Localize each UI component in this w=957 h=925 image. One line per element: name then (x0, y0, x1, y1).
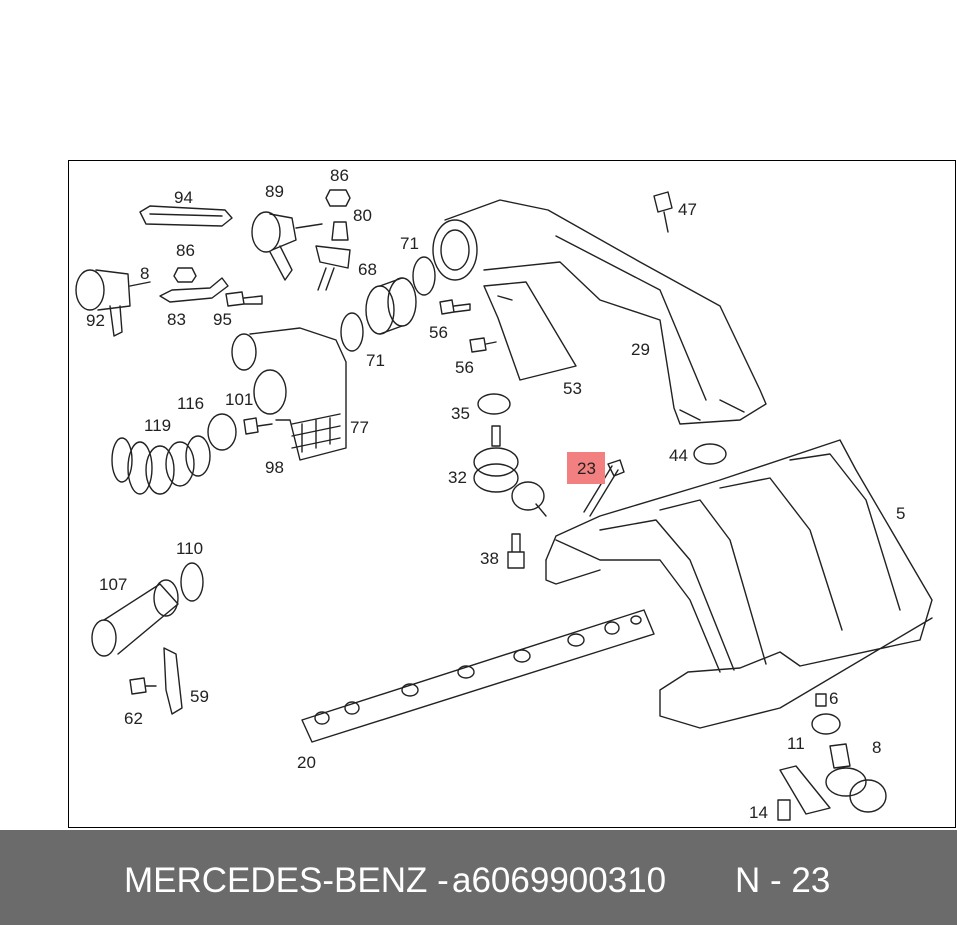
part-29-upper-manifold (432, 199, 767, 425)
part-77-throttle-body (231, 327, 347, 461)
callout-14[interactable]: 14 (749, 803, 768, 822)
footer-bar: MERCEDES-BENZ - a6069900310 N - 23 (0, 830, 957, 925)
part-5-lower-manifold (545, 439, 933, 729)
part-20-gasket (301, 609, 655, 743)
callout-110[interactable]: 110 (176, 539, 204, 558)
callout-56-upper[interactable]: 56 (429, 323, 448, 342)
callout-44[interactable]: 44 (669, 446, 688, 465)
part-116-clamp (207, 413, 237, 451)
callout-89[interactable]: 89 (265, 182, 284, 201)
callout-38[interactable]: 38 (480, 549, 499, 568)
callout-11[interactable]: 11 (787, 734, 805, 753)
part-110-ring (180, 562, 204, 602)
callout-94[interactable]: 94 (174, 188, 193, 207)
footer-position: N - 23 (735, 861, 831, 900)
part-94-bracket (139, 205, 233, 227)
callout-6[interactable]: 6 (829, 689, 839, 708)
callout-101[interactable]: 101 (225, 390, 254, 409)
part-47-bolt (653, 191, 673, 233)
callout-56-lower[interactable]: 56 (455, 358, 474, 377)
callout-32[interactable]: 32 (448, 468, 467, 487)
part-107-pipe (91, 579, 179, 657)
callout-107[interactable]: 107 (99, 575, 128, 594)
part-95-bolt (225, 291, 263, 307)
part-44-ring (693, 443, 727, 465)
callout-116[interactable]: 116 (177, 394, 205, 413)
callout-8-left[interactable]: 8 (140, 264, 150, 283)
part-86-nut (325, 189, 351, 207)
part-14-bolt (777, 799, 791, 821)
callout-98[interactable]: 98 (265, 458, 284, 477)
footer-part-number: a6069900310 (452, 861, 667, 900)
part-119-hose (111, 435, 211, 495)
part-14-bracket (779, 765, 831, 815)
callout-23-highlighted[interactable]: 23 (567, 452, 605, 484)
callout-92[interactable]: 92 (86, 311, 105, 330)
part-71-ring-upper (412, 256, 436, 296)
part-86-nut-lower (173, 267, 197, 283)
callout-77[interactable]: 77 (350, 418, 369, 437)
footer-brand: MERCEDES-BENZ - (124, 861, 449, 900)
part-11-ring (811, 713, 841, 735)
callout-53[interactable]: 53 (563, 379, 582, 398)
part-89-actuator (251, 211, 323, 281)
part-59-bracket (163, 647, 183, 715)
part-62-bolt (129, 677, 157, 695)
callout-62[interactable]: 62 (124, 709, 143, 728)
part-80-valve (315, 221, 351, 291)
callout-95[interactable]: 95 (213, 310, 232, 329)
callout-119[interactable]: 119 (144, 416, 172, 435)
part-8-valve (825, 743, 887, 813)
callout-71-lower[interactable]: 71 (366, 351, 385, 370)
part-68-boot (365, 277, 417, 335)
part-83-clip (159, 277, 229, 303)
part-35-ring (477, 393, 511, 415)
part-53-bracket (483, 281, 577, 381)
callout-80[interactable]: 80 (353, 206, 372, 225)
callout-71-upper[interactable]: 71 (400, 234, 419, 253)
part-92-actuator (75, 269, 151, 337)
callout-86-lower[interactable]: 86 (176, 241, 195, 260)
callout-47[interactable]: 47 (678, 200, 697, 219)
part-98-bolt (243, 417, 273, 435)
part-6-plug (815, 693, 827, 707)
part-32-valve (473, 425, 547, 517)
part-56-bolt-b (469, 337, 497, 353)
part-23-stud (583, 459, 625, 517)
callout-20[interactable]: 20 (297, 753, 316, 772)
callout-8[interactable]: 8 (872, 738, 882, 757)
part-38-bolt (507, 533, 525, 569)
callout-83[interactable]: 83 (167, 310, 186, 329)
callout-68[interactable]: 68 (358, 260, 377, 279)
callout-86[interactable]: 86 (330, 166, 349, 185)
part-71-ring-lower (340, 312, 364, 352)
callout-29[interactable]: 29 (631, 340, 650, 359)
callout-5[interactable]: 5 (896, 504, 906, 523)
callout-59[interactable]: 59 (190, 687, 209, 706)
callout-35[interactable]: 35 (451, 404, 470, 423)
part-56-bolt-a (439, 299, 471, 315)
